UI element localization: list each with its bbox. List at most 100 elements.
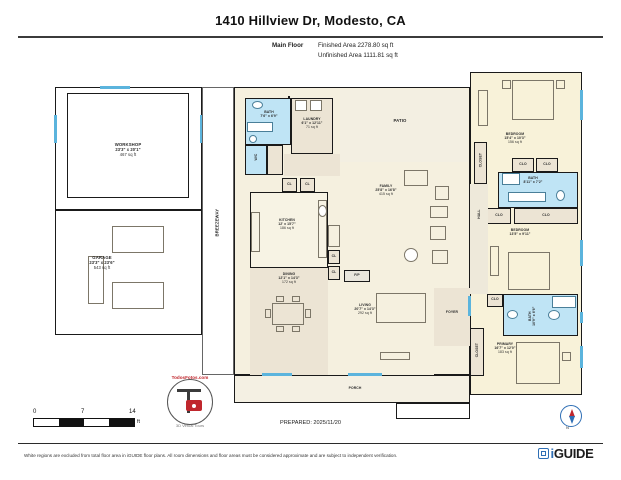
north-arrow-bottom: [569, 416, 576, 424]
dining-chair-4: [292, 326, 300, 332]
iguide-i: i: [550, 446, 555, 461]
dining-dims: 12'1" x 14'3": [278, 276, 300, 281]
north-label: N: [566, 425, 569, 430]
closet-cl-6: [328, 250, 340, 264]
patio-name: PATIO: [393, 118, 407, 123]
bath-primary-sink-2: [548, 310, 560, 320]
iguide-logo: iGUIDE: [538, 446, 594, 461]
bath-primary-dims: 10'9" x 6'6": [532, 306, 536, 326]
iguide-mark-icon: [538, 448, 549, 459]
label-bath-front: BATH 7'6" x 6'9": [247, 110, 291, 118]
dining-chair-2: [292, 296, 300, 302]
cl-6: CL: [331, 254, 337, 258]
bedroom-top-dims: 15'4" x 10'3": [504, 136, 526, 141]
label-patio: PATIO: [370, 118, 430, 123]
disclaimer-text: White regions are excluded from total fl…: [24, 453, 398, 458]
bath-front-name: BATH: [264, 110, 274, 114]
label-bedroom-top: BEDROOM 15'4" x 10'3" 156 sq ft: [484, 132, 546, 145]
bath-mid-name: BATH: [528, 176, 538, 180]
living-tv-unit: [380, 352, 410, 360]
garage-car-1: [112, 226, 164, 253]
label-clo-2: CLO: [536, 162, 558, 166]
room-kitchen: [250, 192, 328, 268]
cl-4: CL: [287, 182, 292, 186]
family-name: FAMILY: [379, 184, 393, 188]
bedroom-top-dresser: [478, 90, 488, 126]
bath-mid-shower: [502, 173, 520, 185]
bedroom-mid-dims: 13'5" x 9'11": [509, 232, 531, 237]
workshop-inner: [67, 93, 189, 198]
clo-1: CLO: [519, 162, 527, 166]
scale-start: 0: [33, 409, 37, 415]
bath-front-dims: 7'6" x 6'9": [260, 114, 278, 119]
living-dims: 20'7" x 14'3": [354, 307, 376, 312]
bath-mid-vanity: [508, 192, 546, 202]
bedroom-top-bed: [512, 80, 554, 120]
porch-extension: [396, 403, 470, 419]
kitchen-sink: [318, 205, 327, 217]
label-foyer: FOYER: [434, 310, 470, 314]
family-area: 415 sq ft: [379, 192, 393, 197]
label-kitchen: KITCHEN 12' x 15'7" 186 sq ft: [258, 218, 316, 231]
bedroom-top-name: BEDROOM: [505, 132, 525, 136]
closet-cl-3: [288, 96, 290, 98]
family-chair-2: [430, 226, 446, 240]
north-arrow-icon: [560, 405, 582, 427]
window-bedroom-top: [580, 90, 583, 120]
closet-vertical-1: [474, 142, 487, 184]
window-workshop-left: [54, 115, 57, 143]
closet-vertical-2: [470, 328, 484, 376]
cl-5: CL: [305, 182, 310, 186]
workshop-dims: 23'3" x 20'1": [115, 147, 141, 153]
iguide-guide: GUIDE: [553, 446, 594, 461]
page-title: 1410 Hillview Dr, Modesto, CA: [215, 13, 406, 28]
bath-front-toilet: [249, 135, 257, 143]
laundry-dryer: [310, 100, 322, 111]
room-hall: [470, 184, 488, 294]
room-primary: [487, 336, 578, 392]
cl-7: CL: [331, 270, 337, 274]
room-wc: [245, 145, 267, 175]
primary-dims: 16'7" x 12'0": [494, 346, 516, 351]
laundry-name: LAUNDRY: [303, 117, 321, 121]
fireplace: [344, 270, 370, 282]
bath-front-tub: [247, 122, 273, 132]
window-workshop-top: [100, 86, 130, 89]
room-dining: [250, 268, 328, 375]
scale-unit: ft: [137, 419, 140, 425]
laundry-area: 71 sq ft: [306, 125, 318, 130]
window-bath-primary: [580, 312, 583, 323]
primary-name: PRIMARY: [496, 342, 514, 346]
label-closet-2: CLOSET: [475, 333, 479, 367]
wc-label: W/C: [253, 153, 258, 161]
porch-name: PORCH: [348, 386, 362, 390]
label-clo-1: CLO: [512, 162, 534, 166]
label-bath-mid: BATH 8'11" x 7'2": [508, 176, 558, 184]
window-workshop-right: [200, 115, 203, 143]
bath-primary-sink-1: [507, 310, 518, 319]
bedroom-mid-bed: [508, 252, 550, 290]
foyer-name: FOYER: [445, 310, 459, 314]
kitchen-counter-right: [318, 200, 327, 258]
garage-area: 543 sq ft: [93, 265, 111, 271]
laundry-dims: 6'1" x 12'11": [301, 121, 323, 126]
bath-mid-dims: 8'11" x 7'2": [523, 180, 543, 185]
window-dining-bottom: [262, 373, 292, 376]
scale-seg-2: [59, 419, 84, 426]
label-bedroom-mid: BEDROOM 13'5" x 9'11": [492, 228, 548, 236]
logo-bottom-text: 3D Virtual Tours: [175, 423, 205, 428]
living-area: 292 sq ft: [358, 311, 372, 316]
clo-4: CLO: [542, 213, 550, 217]
window-living-bottom: [348, 373, 382, 376]
dining-chair-5: [265, 309, 271, 318]
label-breezeway: BREEZEWAY: [214, 192, 219, 254]
room-bedroom-top: [474, 76, 578, 158]
label-clo-4: CLO: [514, 213, 578, 217]
family-chair-1: [435, 186, 449, 200]
label-living: LIVING 20'7" x 14'3" 292 sq ft: [336, 303, 394, 316]
workshop-name: WORKSHOP: [114, 142, 142, 147]
logo-top-text: TodosFotos.com: [171, 375, 209, 380]
closet-1: CLOSET: [478, 152, 483, 168]
clo-3: CLO: [495, 213, 503, 217]
